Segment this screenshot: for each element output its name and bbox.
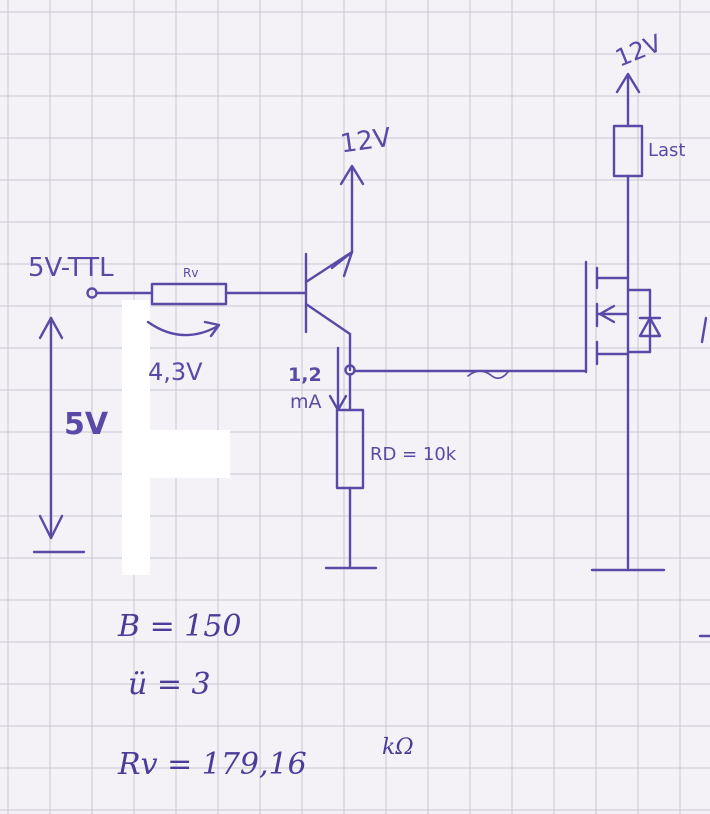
input-voltage-arrow-bottom [38, 514, 64, 540]
transistor-supply-label: 12V [338, 123, 393, 160]
correction-patch-2 [122, 430, 230, 478]
input-voltage-label: 5V [64, 407, 109, 442]
edge-mark-1 [700, 316, 708, 344]
rv-drop-label: 4,3V [148, 358, 203, 386]
calc-line-3-unit: kΩ [382, 735, 414, 760]
rv-resistor [150, 282, 228, 306]
mosfet-body-arrow [598, 304, 616, 324]
gate-wire-scribble [467, 370, 509, 380]
calc-line-2: ü = 3 [128, 667, 211, 702]
input-voltage-arrow-top [38, 316, 64, 340]
current-value: 1,2 [288, 364, 322, 386]
mosfet-supply-arrow [615, 72, 641, 94]
mosfet-supply-label: 12V [611, 29, 666, 73]
current-unit: mA [290, 391, 322, 413]
rd-resistor [335, 408, 365, 490]
load-label: Last [648, 140, 686, 161]
rv-drop-arrow [146, 320, 220, 337]
transistor-emitter [304, 302, 352, 336]
rd-label: RD = 10k [370, 444, 457, 465]
calc-line-1: B = 150 [117, 609, 242, 644]
input-label: 5V-TTL [28, 253, 114, 283]
mosfet-diode-triangle [638, 316, 662, 338]
rv-drop-arrow-head [203, 320, 221, 338]
rv-symbol-label: Rv [183, 266, 198, 280]
transistor-supply-arrow [339, 164, 365, 186]
calc-line-3-main: Rv = 179,16 [117, 747, 307, 782]
